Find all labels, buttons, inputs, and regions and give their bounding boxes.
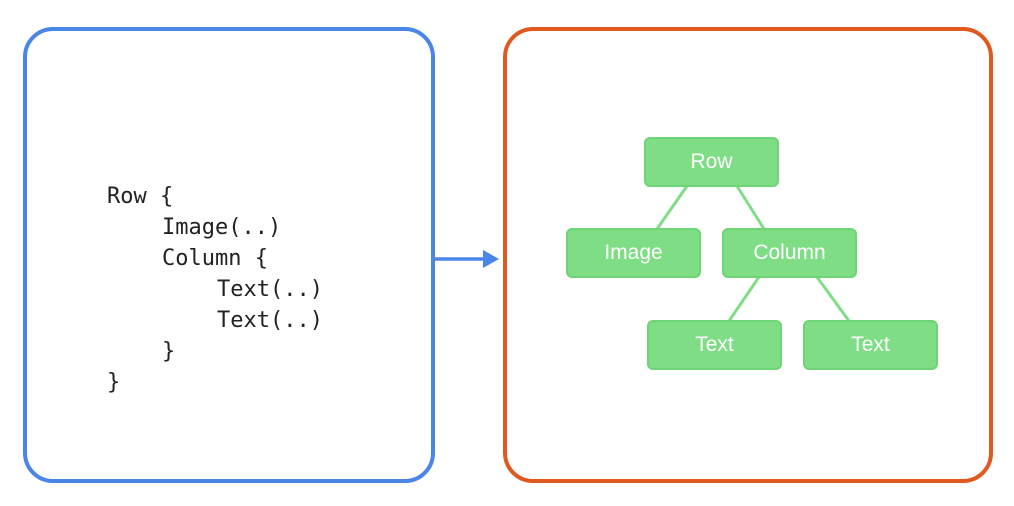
node-row: Row — [644, 137, 779, 187]
edge-row-column — [735, 185, 766, 230]
edge-column-text-2 — [815, 276, 851, 322]
code-line-row-close: } — [107, 370, 121, 395]
code-line-row: Row { — [107, 184, 174, 209]
edge-column-text-1 — [727, 276, 761, 322]
tree-edges — [655, 185, 851, 322]
code-block: Row { Image(..) Column { Text(..) Text(.… — [107, 181, 323, 398]
code-line-image: Image(..) — [162, 215, 282, 240]
node-text-1: Text — [647, 320, 782, 370]
node-column: Column — [722, 228, 857, 278]
arrow-head-icon — [483, 250, 499, 268]
node-text-2: Text — [803, 320, 938, 370]
code-line-text-1: Text(..) — [217, 277, 323, 302]
code-line-column: Column { — [162, 246, 268, 271]
code-line-text-2: Text(..) — [217, 308, 323, 333]
node-image: Image — [566, 228, 701, 278]
tree-panel: Row Image Column Text Text — [503, 27, 993, 483]
edge-row-image — [655, 185, 689, 230]
code-panel: Row { Image(..) Column { Text(..) Text(.… — [23, 27, 435, 483]
code-line-column-close: } — [162, 339, 176, 364]
